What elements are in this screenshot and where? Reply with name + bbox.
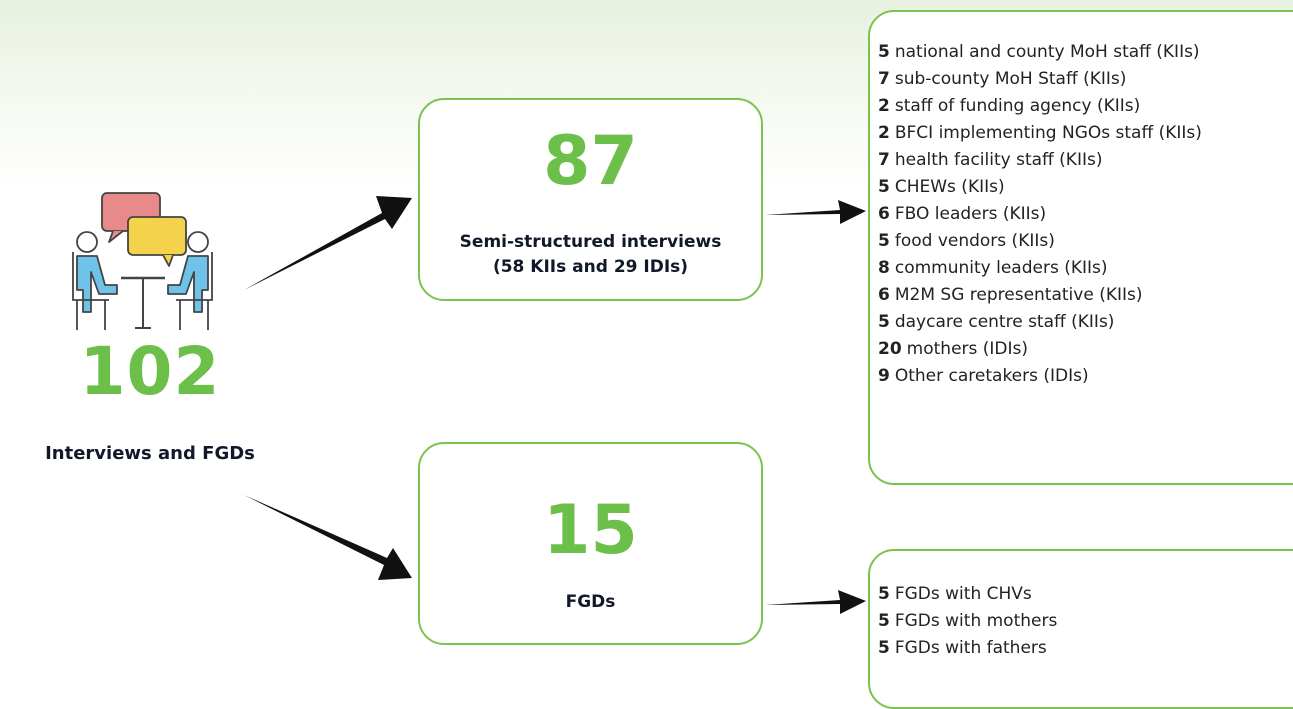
semi-structured-box: 87 Semi-structured interviews (58 KIIs a… bbox=[418, 98, 763, 301]
semi-structured-label-line2: (58 KIIs and 29 IDIs) bbox=[492, 257, 689, 277]
semi-structured-count: 87 bbox=[543, 122, 638, 201]
semi-structured-label-line1: Semi-structured interviews bbox=[459, 232, 722, 252]
arrow-to-semi-structured bbox=[244, 196, 412, 290]
arrow-to-fgds bbox=[244, 495, 412, 580]
semi-structured-label: Semi-structured interviews (58 KIIs and … bbox=[420, 230, 761, 280]
interview-meeting-icon bbox=[72, 192, 213, 330]
total-label: Interviews and FGDs bbox=[45, 443, 255, 464]
connector-arrows bbox=[244, 196, 866, 614]
arrow-to-fgd-list bbox=[765, 590, 866, 614]
fgd-box: 15 FGDs bbox=[418, 442, 763, 645]
fgd-label: FGDs bbox=[565, 592, 616, 612]
total-count: 102 bbox=[79, 333, 221, 410]
arrow-to-kii-list bbox=[765, 200, 866, 224]
fgd-count: 15 bbox=[543, 491, 638, 570]
